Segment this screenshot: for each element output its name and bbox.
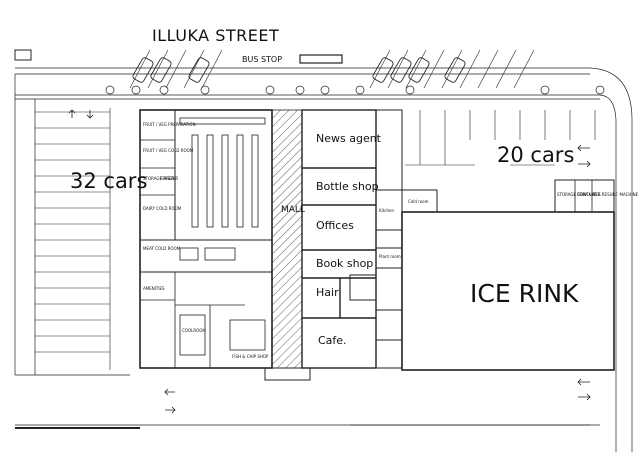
plant-room-label: Plant room: [379, 254, 401, 259]
bus-stop-label: BUS STOP: [242, 55, 282, 64]
street-lines: [14, 67, 633, 452]
parking-bays-west: [35, 108, 111, 370]
parked-cars: [132, 57, 466, 83]
ice-rink-building: [401, 211, 615, 371]
shop-hair: Hair: [316, 286, 339, 299]
shop-book-shop: Book shop: [316, 257, 373, 270]
storage-building: [554, 179, 615, 213]
storage-label: STORAGE CONTAINER: [557, 192, 601, 197]
street-name: ILLUKA STREET: [152, 26, 279, 45]
shop-bottle-shop: Bottle shop: [316, 180, 379, 193]
direction-arrows: [68, 109, 591, 414]
parking-bays-east: [405, 110, 596, 166]
storage-area-label: STORAGE AREA: [143, 176, 174, 181]
shop-cafe: Cafe.: [318, 334, 347, 347]
dairy-label: DAIRY COLD ROOM: [143, 206, 182, 211]
mall-corridor: [271, 109, 303, 369]
ice-rink-label: ICE RINK: [470, 279, 579, 308]
fork-lift-label: FORK LIFT: [577, 192, 598, 197]
cold-room-label: Cold room: [408, 199, 429, 204]
fruit-veg-label: FRUIT / VEG PREPARATION: [143, 122, 196, 127]
freezer-label: FREEZER: [160, 176, 178, 181]
shop-column: [301, 109, 377, 369]
fruit-veg-cold-label: FRUIT / VEG COLD ROOM: [143, 148, 194, 153]
coolroom-label: COOLROOM: [182, 328, 206, 333]
bus-shelter: [299, 54, 343, 64]
kitchen-label: Kitchen: [379, 208, 394, 213]
mall-label: MALL: [281, 205, 305, 215]
supermarket: [139, 109, 273, 369]
shop-offices: Offices: [316, 219, 354, 232]
meat-label: MEAT COLD ROOM: [143, 246, 181, 251]
street-parking: [129, 49, 535, 89]
amenities-label: AMENITIES: [143, 286, 165, 291]
shop-news-agent: News agent: [316, 132, 382, 145]
parking-west-label: 32 cars: [70, 169, 147, 193]
fish-label: FISH & CHIP SHOP: [232, 354, 269, 359]
ice-room-label: ICE RESURF. MACHINE: [594, 192, 639, 197]
parking-east-label: 20 cars: [497, 143, 574, 167]
mall-entrance: [264, 367, 311, 381]
service-rooms: [349, 109, 438, 369]
street-kiosk: [14, 49, 32, 61]
street-trees: [105, 85, 605, 95]
